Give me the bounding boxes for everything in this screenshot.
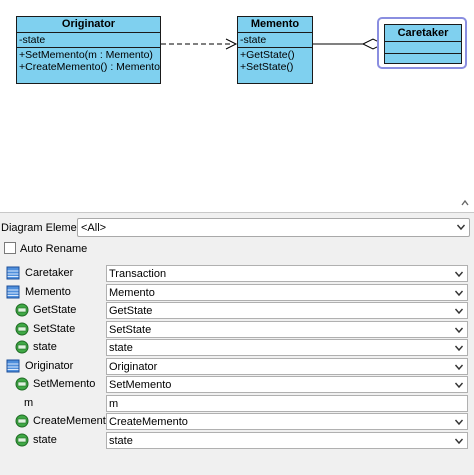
new-name-value: GetState — [109, 305, 153, 317]
new-name-value: SetMemento — [109, 379, 172, 391]
class-icon — [6, 359, 20, 372]
filter-label: Diagram Element — [1, 222, 86, 234]
class-operations — [385, 54, 461, 65]
dropdown-value: <All> — [81, 222, 107, 234]
filter-row: Diagram Element <All> — [0, 217, 474, 239]
chevron-down-icon[interactable] — [454, 325, 464, 335]
element-name: state — [33, 341, 57, 353]
operation: +GetState() — [240, 49, 295, 61]
operation: +SetState() — [240, 61, 294, 73]
new-name-value: Transaction — [109, 268, 167, 280]
element-name: m — [24, 396, 34, 409]
class-name: Originator — [17, 17, 160, 33]
rename-row: Originator Originator — [0, 357, 474, 376]
rename-row: Memento Memento — [0, 283, 474, 302]
auto-rename-checkbox[interactable] — [4, 242, 16, 254]
attribute: -state — [19, 34, 46, 46]
class-attributes: -state — [17, 33, 160, 48]
new-name-field[interactable]: GetState — [106, 302, 468, 319]
new-name-field[interactable]: state — [106, 431, 468, 449]
element-name: Originator — [25, 359, 74, 372]
element-name: Memento — [25, 285, 71, 298]
operation: +CreateMemento() : Memento — [19, 61, 160, 73]
class-originator[interactable]: Originator -state +SetMemento(m : Mement… — [16, 16, 161, 84]
chevron-down-icon[interactable] — [454, 436, 464, 446]
element-name: state — [33, 433, 57, 446]
class-name: Caretaker — [385, 25, 461, 42]
element-name: Caretaker — [25, 267, 74, 279]
operation-icon — [15, 303, 29, 317]
chevron-down-icon[interactable] — [454, 269, 464, 279]
rename-row: GetState GetState — [0, 301, 474, 320]
rename-row: Caretaker Transaction — [0, 264, 474, 283]
chevron-down-icon[interactable] — [454, 417, 464, 427]
new-name-field[interactable]: Transaction — [106, 265, 468, 282]
operation-icon — [15, 433, 29, 446]
new-name-field[interactable]: Memento — [106, 283, 468, 301]
element-name: SetMemento — [33, 378, 96, 390]
new-name-value: state — [109, 342, 133, 354]
chevron-down-icon[interactable] — [454, 380, 464, 390]
new-name-field[interactable]: state — [106, 339, 468, 356]
operation: +SetMemento(m : Memento) — [19, 49, 153, 61]
element-name: SetState — [33, 322, 76, 335]
rename-row: state state — [0, 431, 474, 450]
rename-row: SetMemento SetMemento — [0, 375, 474, 394]
operation-icon — [15, 377, 29, 391]
chevron-down-icon[interactable] — [454, 288, 464, 298]
operation-icon — [15, 414, 29, 428]
chevron-down-icon[interactable] — [454, 306, 464, 316]
chevron-down-icon[interactable] — [454, 343, 464, 353]
new-name-field[interactable]: Originator — [106, 357, 468, 375]
rename-panel: Diagram Element <All> Auto Rename Careta… — [0, 212, 474, 475]
new-name-value: SetState — [109, 323, 152, 336]
rename-row: SetState SetState — [0, 320, 474, 339]
new-name-value: CreateMemento — [109, 416, 188, 428]
element-name: GetState — [33, 304, 77, 316]
class-operations: +GetState() +SetState() — [238, 48, 312, 74]
new-name-field[interactable]: SetState — [106, 320, 468, 338]
class-caretaker[interactable]: Caretaker — [384, 24, 462, 64]
operation-icon — [15, 340, 29, 354]
diagram-element-dropdown[interactable]: <All> — [77, 218, 470, 237]
class-attributes — [385, 42, 461, 54]
class-memento[interactable]: Memento -state +GetState() +SetState() — [237, 16, 313, 84]
chevron-down-icon — [456, 224, 466, 231]
class-attributes: -state — [238, 33, 312, 48]
class-operations: +SetMemento(m : Memento) +CreateMemento(… — [17, 48, 160, 74]
dependency-arrowhead — [225, 38, 238, 50]
new-name-field[interactable]: SetMemento — [106, 376, 468, 393]
new-name-value: state — [109, 434, 133, 447]
attribute: -state — [240, 34, 267, 46]
operation-icon — [15, 322, 29, 335]
class-icon — [6, 285, 20, 298]
diagram-canvas[interactable]: Originator -state +SetMemento(m : Mement… — [0, 0, 474, 196]
collapse-chevron-icon[interactable] — [460, 196, 470, 210]
class-icon — [6, 266, 20, 280]
auto-rename-label: Auto Rename — [20, 243, 88, 255]
splitter[interactable] — [0, 196, 474, 212]
chevron-down-icon[interactable] — [454, 362, 464, 372]
new-name-field[interactable]: m — [106, 394, 468, 412]
rename-row: state state — [0, 338, 474, 357]
element-name: CreateMemento — [33, 415, 112, 427]
new-name-value: Memento — [109, 286, 155, 299]
new-name-field[interactable]: CreateMemento — [106, 413, 468, 430]
new-name-value: m — [109, 397, 119, 410]
new-name-value: Originator — [109, 360, 158, 373]
class-name: Memento — [238, 17, 312, 33]
